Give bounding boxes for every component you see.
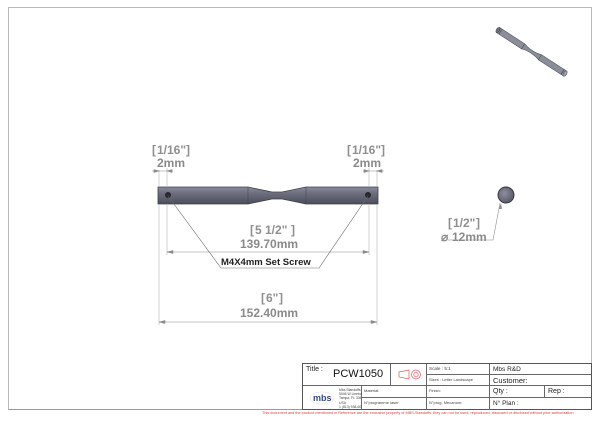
company-logo-cell: mbs Mbs Standoffs 5046 W Linebaugh Ave T…	[303, 386, 362, 410]
shaft-front-view	[157, 186, 379, 205]
dimension-diameter: [ 1/2" ] ⌀ 12mm	[441, 216, 487, 244]
plan-cell: N° Plan :	[493, 400, 519, 407]
rep-cell: Rep :	[545, 386, 591, 398]
material-cell: Material:	[362, 386, 427, 398]
svg-text:1/16": 1/16"	[157, 143, 186, 157]
svg-text:[: [	[347, 143, 351, 157]
company-header-cell: Mbs R&D	[490, 364, 591, 375]
set-screw-hole-left	[165, 192, 171, 198]
title-cell: Title : PCW1050	[303, 364, 391, 386]
title-label: Title :	[306, 366, 323, 373]
svg-text:1/2": 1/2"	[453, 216, 475, 230]
svg-text:]: ]	[186, 143, 190, 157]
svg-text:[: [	[250, 223, 254, 237]
svg-text:[: [	[152, 143, 156, 157]
shaft-body	[157, 186, 379, 205]
shaft-end-view	[448, 186, 515, 241]
svg-text:⌀: ⌀	[441, 230, 449, 244]
svg-text:]: ]	[381, 143, 385, 157]
svg-text:152.40mm: 152.40mm	[240, 306, 298, 320]
svg-text:]: ]	[291, 223, 295, 237]
program-cell: N°programme laser	[362, 398, 427, 410]
svg-text:12mm: 12mm	[452, 230, 487, 244]
svg-text:139.70mm: 139.70mm	[240, 237, 298, 251]
third-angle-projection-icon	[398, 369, 421, 380]
dimension-hole-spacing: [ 5 1/2" ] 139.70mm	[240, 223, 298, 251]
legal-notice: This document and the product mentioned …	[262, 411, 574, 415]
projection-cell	[391, 364, 427, 386]
dimension-left-offset: [ 1/16" ] 2mm	[152, 143, 190, 170]
svg-text:[: [	[261, 291, 265, 305]
company-address: Mbs Standoffs 5046 W Linebaugh Ave Tampa…	[339, 388, 362, 409]
finish-cell: Finish:	[427, 386, 490, 398]
svg-text:6": 6"	[266, 291, 278, 305]
svg-text:2mm: 2mm	[353, 156, 381, 170]
svg-text:mbs: mbs	[313, 393, 332, 403]
svg-text:5 1/2": 5 1/2"	[255, 223, 287, 237]
qty-cell: Qty :	[490, 386, 545, 398]
mbs-logo: mbs	[309, 391, 335, 405]
svg-text:1/16": 1/16"	[352, 143, 381, 157]
dimension-right-offset: [ 1/16" ] 2mm	[347, 143, 385, 170]
svg-text:]: ]	[476, 216, 480, 230]
svg-text:]: ]	[279, 291, 283, 305]
dimension-overall-length: [ 6" ] 152.40mm	[240, 291, 298, 320]
drawing-sheet-border	[8, 7, 592, 410]
title-value: PCW1050	[333, 368, 384, 380]
svg-text:2mm: 2mm	[157, 156, 185, 170]
set-screw-hole-right	[365, 192, 371, 198]
prog-mecanum-cell: N°prog. Mecanum:	[427, 398, 490, 410]
customer-cell: Customer:	[490, 375, 591, 386]
svg-text:[: [	[448, 216, 452, 230]
title-block: Title : PCW1050 Scale : 5:1 Sizes : Lett…	[302, 363, 592, 410]
set-screw-leader	[167, 195, 369, 269]
scale-cell: Scale : 5:1	[427, 364, 490, 375]
shaft-isometric-view	[495, 27, 568, 77]
sizes-cell: Sizes : Letter Landscape	[427, 375, 490, 386]
set-screw-callout: M4X4mm Set Screw	[221, 257, 311, 268]
dimension-lines	[152, 169, 384, 324]
